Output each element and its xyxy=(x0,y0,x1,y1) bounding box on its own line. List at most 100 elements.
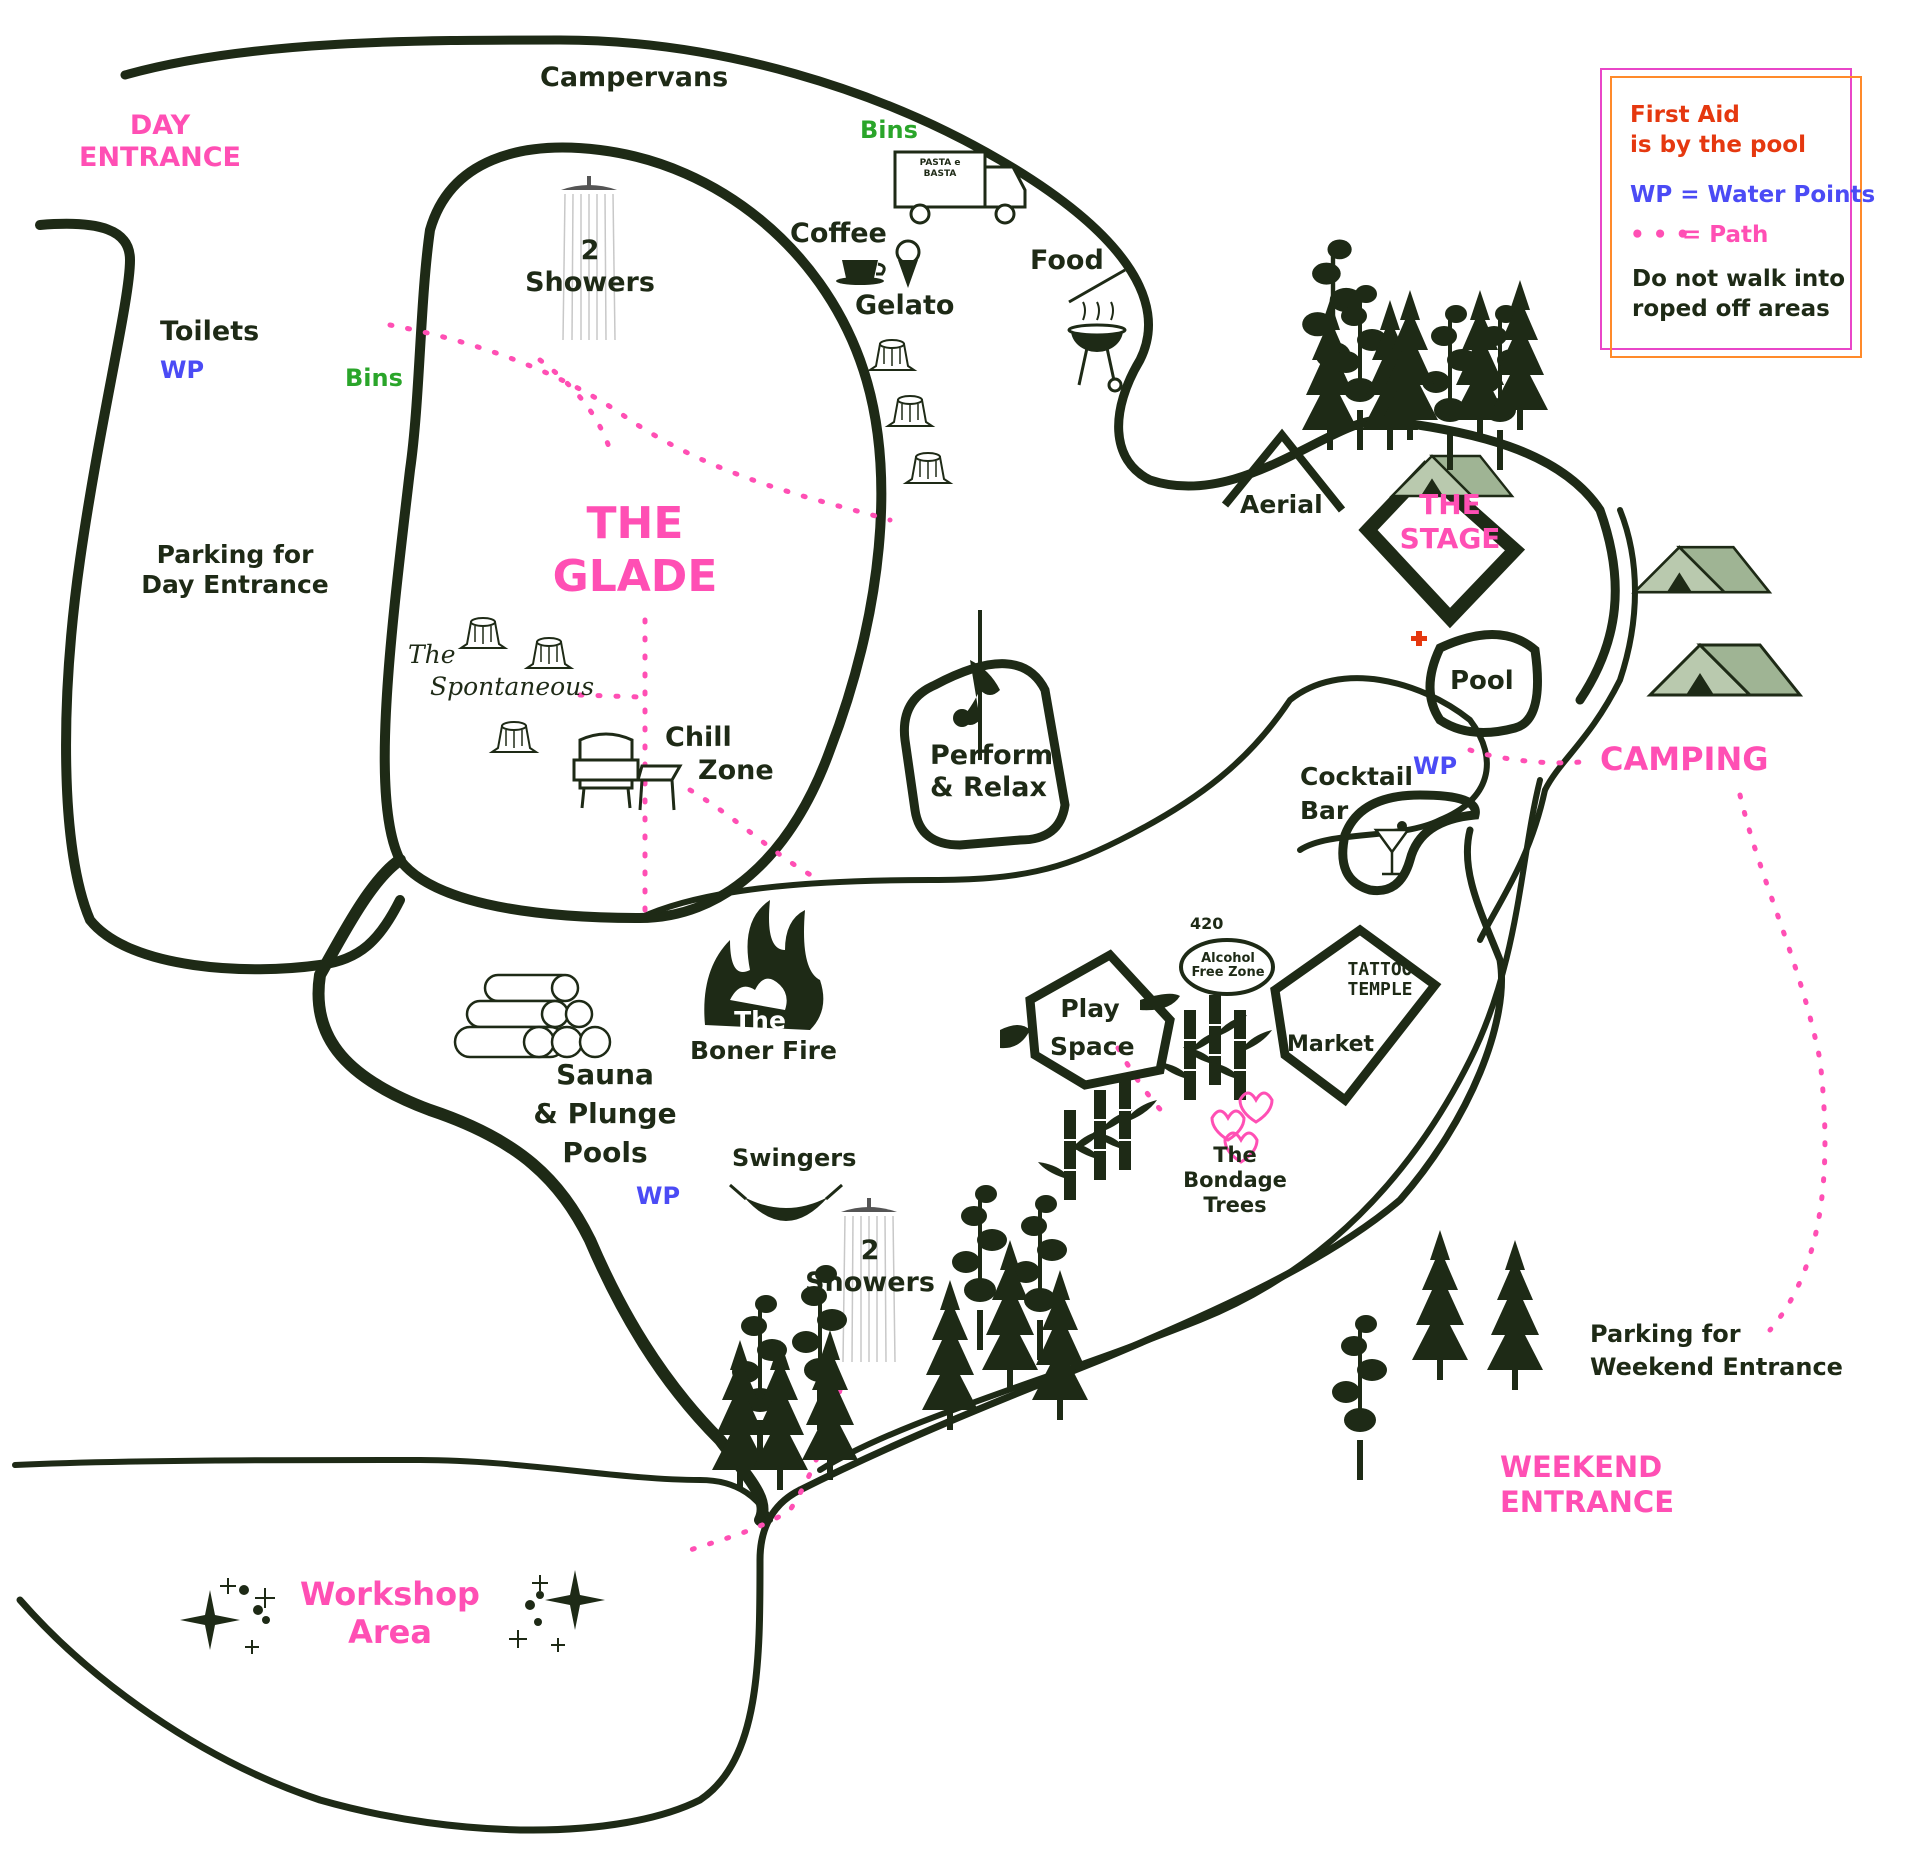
legend-first-aid-line1: First Aid xyxy=(1630,102,1740,128)
bondage-line1: The xyxy=(1213,1143,1257,1167)
weekend-line2: ENTRANCE xyxy=(1500,1484,1674,1519)
sparkle-icon xyxy=(180,1570,605,1654)
alcohol-line1: Alcohol xyxy=(1201,951,1255,966)
tree-icon xyxy=(1487,1240,1543,1390)
campervans-label: Campervans xyxy=(540,62,729,93)
perform-line2: & Relax xyxy=(930,772,1047,804)
cocktail-bar-line2: Bar xyxy=(1300,796,1349,825)
legend-rope-line1: Do not walk into xyxy=(1632,266,1846,292)
first-aid-cross-icon xyxy=(1411,631,1427,646)
play-space-frame xyxy=(1025,949,1175,1090)
tree-stump-icon xyxy=(887,395,933,427)
parking-day-label: Parking for Day Entrance xyxy=(135,540,335,600)
workshop-area-label: Workshop Area xyxy=(300,1575,480,1652)
wp-sauna-label: WP xyxy=(636,1182,681,1210)
cocktail-bar-frame xyxy=(1338,790,1480,896)
market-label: Market xyxy=(1287,1032,1375,1057)
sauna-label: Sauna & Plunge Pools xyxy=(530,1055,680,1173)
wp-pool-label: WP xyxy=(1413,752,1458,780)
weekend-line1: WEEKEND xyxy=(1500,1450,1663,1484)
sauna-line3: Pools xyxy=(562,1136,648,1170)
showers-bottom-text: Showers xyxy=(805,1267,935,1299)
day-entrance-line1: DAY xyxy=(129,110,191,141)
cocktail-icon xyxy=(1373,821,1411,876)
tent-icon xyxy=(1633,545,1771,594)
pool-label: Pool xyxy=(1450,666,1514,696)
tree-stump-icon xyxy=(491,721,537,753)
tattoo-line1: TATTOO xyxy=(1347,959,1413,980)
alcohol-line2: Free Zone xyxy=(1191,965,1265,981)
tent-icon xyxy=(1648,643,1802,697)
bondage-line2: Bondage xyxy=(1183,1168,1287,1193)
towels-icon xyxy=(453,973,612,1059)
legend-border xyxy=(1600,68,1852,350)
food-truck-text: PASTA e BASTA xyxy=(919,158,961,179)
aerial-label: Aerial xyxy=(1240,490,1323,519)
legend-water-points: WP = Water Points xyxy=(1630,182,1876,208)
bins-top-label: Bins xyxy=(860,116,918,144)
sauna-line1: Sauna xyxy=(556,1058,654,1091)
parking-weekend-line2: Weekend Entrance xyxy=(1590,1353,1843,1381)
four-twenty-label: 420 xyxy=(1190,914,1224,933)
hammock-icon xyxy=(729,1183,843,1221)
day-entrance-line2: ENTRANCE xyxy=(79,142,241,174)
tattoo-temple-label: TATTOO TEMPLE xyxy=(1330,960,1430,1000)
spontaneous-line2: Spontaneous xyxy=(430,672,595,701)
workshop-line2: Area xyxy=(348,1613,432,1652)
tattoo-line2: TEMPLE xyxy=(1347,978,1413,1000)
spontaneous-line1: The xyxy=(408,640,456,669)
showers-top-text: Showers xyxy=(525,267,655,299)
showers-top-count: 2 xyxy=(580,235,600,266)
workshop-line1: Workshop xyxy=(300,1575,480,1613)
aerial-frame xyxy=(1221,428,1346,513)
wp-toilets-label: WP xyxy=(160,356,205,384)
legend-border-offset xyxy=(1610,76,1862,358)
parking-day-line2: Day Entrance xyxy=(141,570,329,599)
the-stage-label: THE STAGE xyxy=(1395,488,1505,555)
tree-stump-icon xyxy=(526,637,572,669)
coffee-label: Coffee xyxy=(790,218,887,249)
market-frame xyxy=(1270,924,1442,1107)
camping-label: CAMPING xyxy=(1600,740,1769,778)
showers-bottom-label: 2 Showers xyxy=(800,1235,940,1300)
gelato-label: Gelato xyxy=(855,290,955,321)
alcohol-free-label: Alcohol Free Zone xyxy=(1188,951,1268,981)
ice-cream-icon xyxy=(895,239,921,288)
chill-zone-line2: Zone xyxy=(698,755,774,786)
legend-first-aid-line2: is by the pool xyxy=(1630,132,1806,158)
pole-dancer-icon xyxy=(899,610,1070,850)
the-glade-label: THE GLADE xyxy=(550,498,720,604)
showers-top-label: 2 Showers xyxy=(520,235,660,300)
bins-left-label: Bins xyxy=(345,364,403,392)
pool-frame xyxy=(1425,630,1542,737)
coffee-cup-icon xyxy=(836,260,886,285)
map-legend: First Aid is by the pool WP = Water Poin… xyxy=(1600,68,1875,358)
perform-relax-label: Perform & Relax xyxy=(930,740,1054,805)
bondage-trees-label: The Bondage Trees xyxy=(1180,1143,1290,1219)
tree-icon xyxy=(802,1330,858,1480)
perform-line1: Perform xyxy=(930,740,1054,771)
showers-bottom-count: 2 xyxy=(860,1235,880,1266)
legend-path: = Path xyxy=(1682,222,1769,248)
food-label: Food xyxy=(1030,245,1104,276)
legend-path-dots: • • • xyxy=(1630,222,1691,248)
boner-line1: The xyxy=(734,1006,786,1035)
tree-stump-icon xyxy=(869,339,915,371)
stage-line2: STAGE xyxy=(1399,521,1501,555)
boner-fire-label: The Boner Fire xyxy=(690,1006,837,1066)
bbq-grill-icon xyxy=(1067,268,1127,393)
chill-zone-line1: Chill xyxy=(665,722,732,753)
parking-day-line1: Parking for xyxy=(156,540,314,569)
parking-weekend-line1: Parking for xyxy=(1590,1320,1741,1348)
tree-stump-icon xyxy=(460,617,506,649)
tree-icon xyxy=(1412,1230,1468,1380)
sauna-line2: & Plunge xyxy=(533,1097,677,1131)
play-space-label: Play Space xyxy=(1050,990,1135,1065)
tree-icon xyxy=(922,1280,978,1430)
day-entrance-label: DAY ENTRANCE xyxy=(70,110,250,175)
toilets-label: Toilets xyxy=(160,316,260,347)
food-truck-icon xyxy=(893,150,1027,225)
weekend-entrance-label: WEEKEND ENTRANCE xyxy=(1500,1450,1674,1520)
rope-hearts-icon xyxy=(1210,1091,1274,1164)
